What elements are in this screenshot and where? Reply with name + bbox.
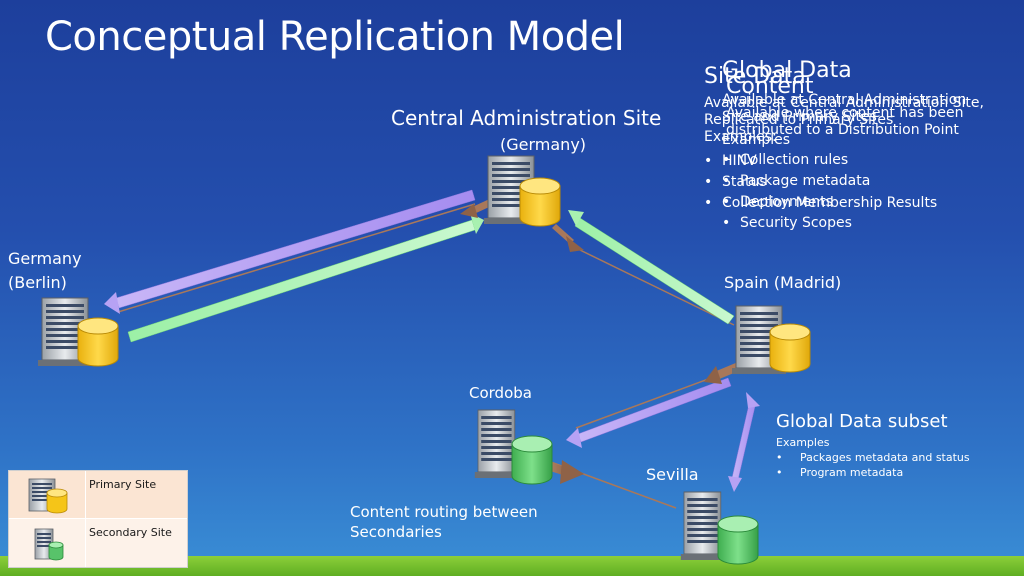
page-title: Conceptual Replication Model: [45, 14, 625, 60]
global-data-heading: Global Data: [722, 58, 852, 83]
global-data-line1: Available at Central Administration: [722, 92, 967, 108]
site-data-arrow-spain-cordoba: [566, 377, 732, 448]
legend-secondary-label: Secondary Site: [89, 526, 172, 539]
germany-site-location: (Berlin): [8, 273, 67, 292]
content-routing-line1: Content routing between: [350, 503, 538, 521]
global-data-arrow-germany-central: [127, 213, 484, 343]
germany-site-database-icon: [77, 317, 119, 367]
site-data-arrow-central-germany: [104, 189, 476, 314]
content-line2: distributed to a Distribution Point: [726, 122, 959, 138]
content-link-germany-central: [117, 203, 476, 313]
legend-row-primary: Primary Site: [9, 471, 187, 519]
legend-row-secondary: Secondary Site: [9, 519, 187, 567]
global-subset-panel: Global Data subset Examples Packages met…: [776, 411, 970, 480]
content-routing-line2: Secondaries: [350, 523, 442, 541]
content-link-central-spain: [579, 249, 735, 326]
spain-site-server: [731, 305, 811, 375]
legend-divider: [85, 471, 86, 567]
list-item: Packages metadata and status: [776, 450, 970, 465]
list-item: Deployments: [722, 192, 966, 213]
central-site-database-icon: [519, 177, 561, 227]
spain-site-database-icon: [769, 323, 811, 373]
global-subset-heading: Global Data subset: [776, 411, 948, 432]
germany-site-server: [37, 297, 119, 367]
global-data-arrow-spain-central: [568, 210, 735, 325]
legend: Primary Site Secondary Site: [8, 470, 188, 568]
list-item: Program metadata: [776, 465, 970, 480]
content-heading: Content: [726, 74, 814, 99]
central-site-location: (Germany): [500, 135, 587, 154]
cordoba-database-icon: [511, 435, 553, 485]
list-item: Package metadata: [722, 171, 966, 192]
global-data-panel: Global Data Available at Central Adminis…: [722, 60, 966, 234]
content-line1: Available where content has been: [726, 105, 964, 121]
list-item: Collection rules: [722, 150, 966, 171]
spain-site-name: Spain (Madrid): [724, 273, 842, 292]
germany-site-name: Germany: [8, 249, 82, 268]
content-arrow-spain-cordoba: [704, 362, 741, 384]
site-data-heading: Site Data: [704, 64, 806, 89]
primary-site-icon: [28, 478, 68, 514]
site-data-examples: Examples:: [704, 129, 777, 145]
site-data-line1: Available at Central Administration Site…: [704, 95, 984, 111]
global-data-line2: Site and Primary Sites: [722, 109, 877, 125]
legend-divider: [9, 518, 187, 519]
legend-primary-label: Primary Site: [89, 478, 157, 491]
site-data-line2: Replicated to Primary Sites: [704, 112, 894, 128]
content-arrow-central-spain: [552, 224, 584, 252]
list-item: Security Scopes: [722, 213, 966, 234]
central-site-server: [483, 155, 561, 227]
global-subset-arrow-spain-sevilla: [728, 392, 760, 492]
sevilla-database-icon: [717, 515, 759, 565]
ground-strip: [0, 556, 1024, 576]
global-subset-examples: Examples: [776, 436, 830, 449]
cordoba-site-name: Cordoba: [469, 384, 532, 402]
sevilla-site-name: Sevilla: [646, 465, 699, 484]
global-data-examples: Examples: [722, 132, 791, 148]
content-panel: Content Available where content has been…: [726, 76, 964, 139]
secondary-site-icon: [34, 528, 64, 561]
central-site-name: Central Administration Site: [391, 106, 662, 130]
